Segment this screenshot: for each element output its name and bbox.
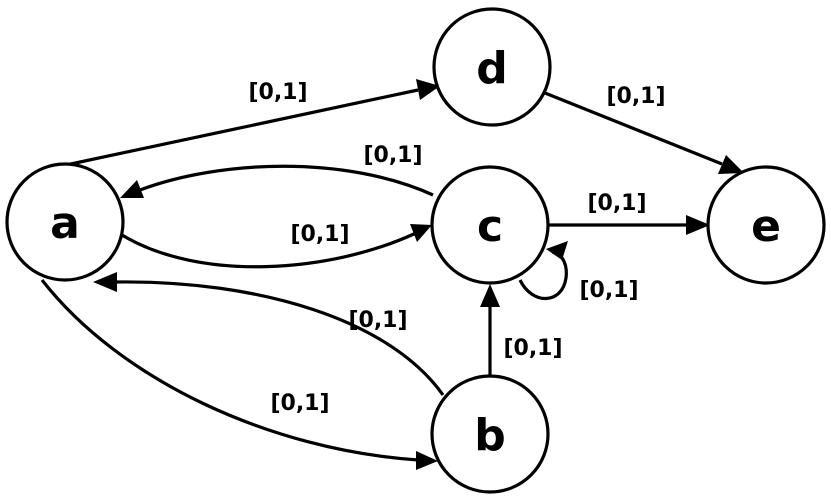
node-a: a [5,162,125,282]
edge-label-d-to-e: [0,1] [606,84,665,109]
edge-b-to-a [114,280,445,396]
node-d-circle [432,7,552,127]
node-a-label: a [50,198,80,249]
edge-label-c-to-e: [0,1] [587,191,646,216]
edge-label-c-to-a: [0,1] [363,143,422,168]
nodes: a b c d e [5,7,826,494]
edge-a-to-b [40,279,419,462]
node-a-circle [5,162,125,282]
edge-d-to-e [544,91,723,166]
edge-label-a-to-d: [0,1] [248,80,307,105]
edge-d-to-e-arrowhead [718,155,744,174]
edge-label-b-to-c: [0,1] [503,336,562,361]
edge-b-to-c-arrowhead [480,284,500,307]
edge-a-to-b-arrowhead [416,451,438,470]
node-d-label: d [476,43,508,94]
edge-c-self-loop-arrowhead [546,241,568,260]
edge-label-a-to-c: [0,1] [290,222,349,247]
edge-b-to-a-arrowhead [93,272,117,292]
edge-c-to-e-arrowhead [686,215,710,235]
edge-a-to-d [65,88,419,167]
edge-a-to-c-arrowhead [410,224,432,242]
edge-label-a-to-b: [0,1] [270,391,329,416]
node-b-label: b [474,410,506,461]
node-e-label: e [751,201,781,252]
edge-label-c-self-loop: [0,1] [579,278,638,303]
edge-c-to-a-arrowhead [120,180,144,198]
edge-label-b-to-a: [0,1] [348,308,407,333]
node-c-circle [430,165,550,285]
node-d: d [432,7,552,127]
node-c: c [430,165,550,285]
node-c-label: c [477,201,503,252]
node-b: b [430,374,550,494]
edges [40,79,744,470]
edge-a-to-d-arrowhead [416,79,440,100]
node-e: e [706,165,826,285]
node-e-circle [706,165,826,285]
edge-labels: [0,1] [0,1] [0,1] [0,1] [0,1] [0,1] [0,1… [248,80,665,416]
node-b-circle [430,374,550,494]
edge-a-to-c [121,231,417,269]
edge-c-to-a [139,164,434,197]
